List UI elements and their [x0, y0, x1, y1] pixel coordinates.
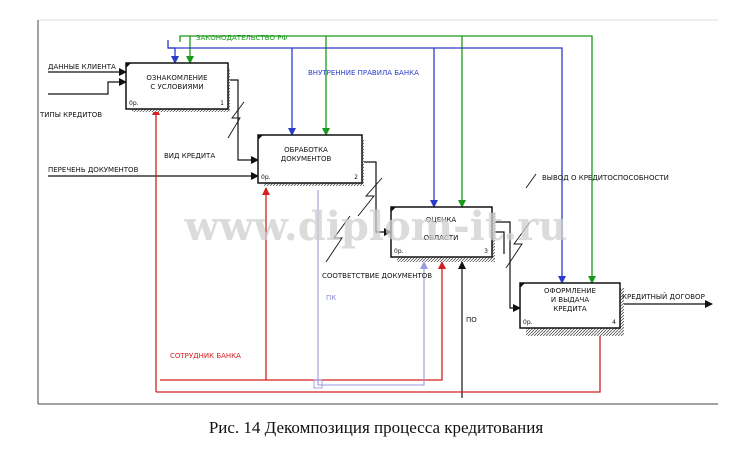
process-box-1: ОЗНАКОМЛЕНИЕ С УСЛОВИЯМИ 0р. 1	[125, 62, 230, 112]
arrows-black	[48, 68, 713, 398]
label-law: ЗАКОНОДАТЕЛЬСТВО РФ	[196, 34, 288, 42]
label-solvency: ВЫВОД О КРЕДИТОСПОСОБНОСТИ	[542, 174, 669, 182]
arrow-internal-rules	[167, 40, 566, 284]
label-credit-contract: КРЕДИТНЫЙ ДОГОВОР	[622, 292, 705, 301]
watermark-text: www.diplom-it.ru	[184, 203, 568, 250]
box-1-op: 0р.	[129, 100, 139, 107]
process-box-4: ОФОРМЛЕНИЕ И ВЫДАЧА КРЕДИТА 0р. 4	[519, 282, 624, 336]
box-1-num: 1	[220, 100, 224, 107]
box-4-line-1: ОФОРМЛЕНИЕ	[544, 287, 596, 295]
box-2-num: 2	[354, 174, 358, 181]
box-2-op: 0р.	[261, 174, 271, 181]
box-3-line-1: ОЦЕНКА	[426, 216, 457, 224]
arrow-law	[179, 35, 596, 284]
arrow-pc	[313, 190, 428, 389]
label-doc-conformity: СООТВЕТСТВИЕ ДОКУМЕНТОВ	[322, 272, 432, 280]
box-4-line-2: И ВЫДАЧА	[551, 296, 589, 304]
process-box-2: ОБРАБОТКА ДОКУМЕНТОВ 0р. 2	[257, 134, 364, 186]
label-internal-rules: ВНУТРЕННИЕ ПРАВИЛА БАНКА	[308, 69, 419, 77]
arrow-bank-employee	[152, 107, 604, 393]
label-pc: ПК	[326, 294, 336, 302]
box-2-line-1: ОБРАБОТКА	[284, 146, 328, 154]
box-3-op: 0р.	[394, 248, 404, 255]
box-4-op: 0р.	[523, 319, 533, 326]
figure-caption: Рис. 14 Декомпозиция процесса кредитован…	[208, 418, 544, 437]
box-2-line-2: ДОКУМЕНТОВ	[281, 155, 332, 163]
label-credit-types: ТИПЫ КРЕДИТОВ	[39, 111, 102, 119]
box-4-num: 4	[612, 319, 616, 326]
label-software: ПО	[466, 316, 477, 324]
box-1-line-1: ОЗНАКОМЛЕНИЕ	[146, 74, 207, 82]
label-doc-list: ПЕРЕЧЕНЬ ДОКУМЕНТОВ	[48, 166, 139, 174]
box-1-line-2: С УСЛОВИЯМИ	[150, 83, 203, 91]
label-credit-kind: ВИД КРЕДИТА	[164, 152, 215, 160]
process-box-3: ОЦЕНКА ОБЛАСТИ 0р. 3	[390, 206, 495, 262]
box-3-line-2: ОБЛАСТИ	[424, 234, 459, 242]
label-bank-employee: СОТРУДНИК БАНКА	[170, 352, 241, 360]
label-client-data: ДАННЫЕ КЛИЕНТА	[48, 63, 116, 71]
box-4-line-3: КРЕДИТА	[553, 305, 587, 313]
box-3-num: 3	[484, 248, 488, 255]
